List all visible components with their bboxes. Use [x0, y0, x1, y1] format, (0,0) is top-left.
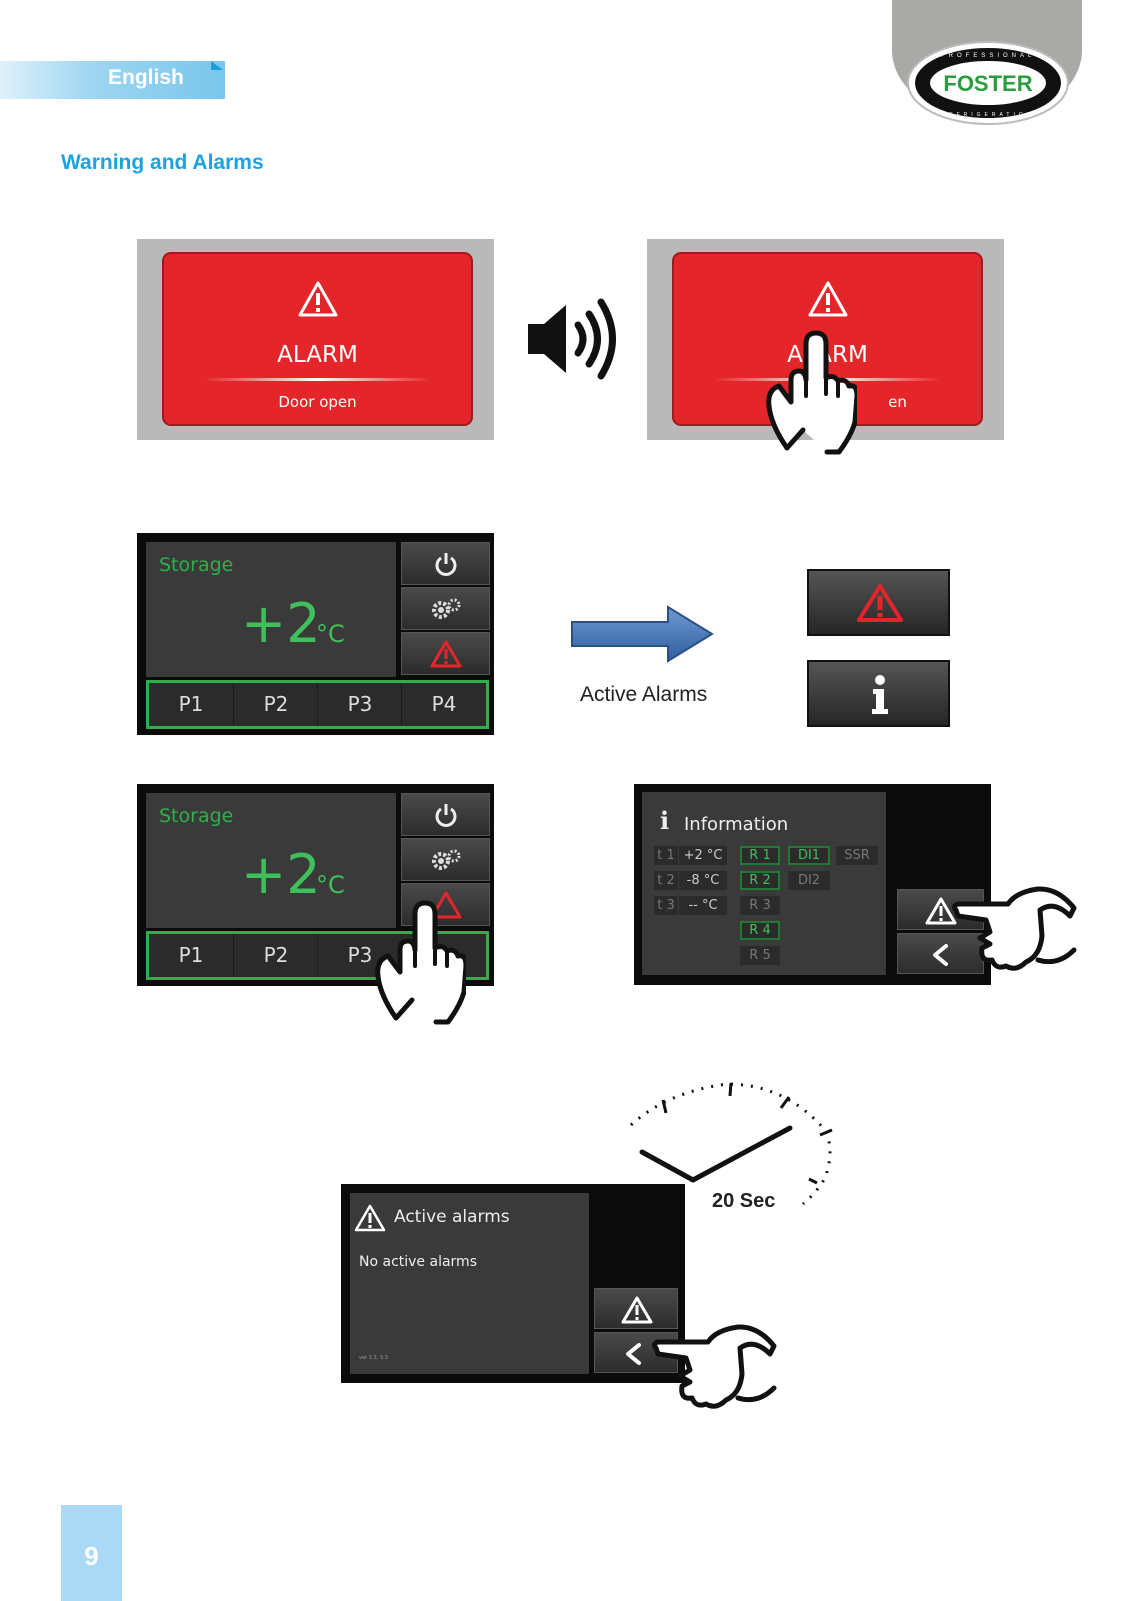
- temperature-value: +2: [241, 843, 321, 906]
- pointing-hand-icon: [375, 900, 466, 1025]
- relay-status: R 2: [740, 871, 780, 890]
- relay-status: R 4: [740, 921, 780, 940]
- warning-icon: [354, 1204, 386, 1232]
- relay-status: R 1: [740, 846, 780, 865]
- alarm-popup[interactable]: ALARM Door open: [164, 254, 471, 424]
- pointing-hand-icon: [766, 330, 857, 455]
- active-alarms-screen: Active alarms No active alarms ver 3.3, …: [341, 1184, 685, 1383]
- pointing-hand-icon: [951, 886, 1077, 971]
- foster-logo: PROFESSIONAL FOSTER REFRIGERATION: [907, 41, 1069, 125]
- gears-icon: [432, 598, 461, 619]
- page-number: 9: [84, 1541, 99, 1571]
- back-chevron-icon: [933, 944, 948, 966]
- probe-value: +2 °C: [679, 846, 727, 865]
- ssr-status: SSR: [836, 846, 878, 865]
- warning-icon: [430, 891, 462, 919]
- alarm-popup-screen: ALARM Door open: [137, 239, 494, 440]
- alarm-message-partial: en: [888, 393, 907, 411]
- clock-icon: [629, 1082, 833, 1206]
- power-button[interactable]: [401, 793, 490, 836]
- warning-icon: [925, 897, 957, 925]
- active-alarms-caption: Active Alarms: [580, 683, 708, 706]
- controller-screen: Storage +2 °C P1 P2 P3 P4: [137, 533, 494, 735]
- warning-icon: [621, 1296, 653, 1324]
- power-icon: [435, 553, 457, 576]
- program-button-p1[interactable]: P1: [178, 943, 204, 967]
- program-button-p3[interactable]: P3: [317, 934, 402, 977]
- temperature-display: Storage +2 °C: [146, 793, 396, 928]
- logo-ring-bottom: REFRIGERATION: [942, 112, 1035, 118]
- probe-value: -- °C: [679, 896, 727, 915]
- arrow-right-icon: [571, 605, 714, 663]
- program-button-p3[interactable]: P3: [317, 683, 402, 726]
- divider: [204, 378, 431, 381]
- active-alarms-button[interactable]: [594, 1288, 678, 1329]
- temperature-unit: °C: [316, 620, 345, 648]
- info-icon: i: [660, 806, 670, 835]
- information-panel: i Information t 1 +2 °C t 2 -8 °C t 3 --…: [642, 792, 886, 975]
- probe-label: t 1: [654, 846, 678, 865]
- language-tab: English: [0, 61, 225, 99]
- input-status: DI1: [788, 846, 830, 865]
- program-button-p4[interactable]: P4: [401, 683, 486, 726]
- power-icon: [435, 804, 457, 827]
- pointing-hand-icon: [651, 1324, 777, 1409]
- flag-marker-icon: [211, 61, 223, 70]
- back-button[interactable]: [897, 933, 984, 974]
- mode-label: Storage: [159, 805, 234, 827]
- language-label: English: [108, 66, 184, 89]
- information-button[interactable]: [807, 660, 950, 727]
- program-button-p2[interactable]: P2: [233, 683, 318, 726]
- alarm-button[interactable]: [401, 632, 490, 675]
- warning-icon: [430, 640, 462, 668]
- settings-button[interactable]: [401, 587, 490, 630]
- firmware-version: ver 3.3, 3.3: [359, 1355, 388, 1361]
- relay-status: R 5: [740, 946, 780, 965]
- section-title: Warning and Alarms: [61, 151, 264, 174]
- program-button-p2[interactable]: P2: [233, 934, 318, 977]
- relay-status: R 3: [740, 896, 780, 915]
- active-alarms-button[interactable]: [807, 569, 950, 636]
- program-bar: P1 P2 P3 P4: [146, 680, 489, 729]
- alarm-message: Door open: [278, 393, 357, 411]
- warning-icon: [857, 584, 903, 622]
- info-icon: [872, 675, 888, 714]
- information-screen: i Information t 1 +2 °C t 2 -8 °C t 3 --…: [634, 784, 991, 985]
- speaker-icon: [528, 298, 616, 380]
- active-alarms-panel: Active alarms No active alarms ver 3.3, …: [350, 1193, 589, 1374]
- settings-button[interactable]: [401, 838, 490, 881]
- probe-label: t 2: [654, 871, 678, 890]
- temperature-value: +2: [241, 592, 321, 655]
- no-alarms-message: No active alarms: [359, 1254, 477, 1270]
- back-chevron-icon: [626, 1343, 641, 1365]
- power-button[interactable]: [401, 542, 490, 585]
- logo-ring-top: PROFESSIONAL: [941, 53, 1036, 59]
- input-status: DI2: [788, 871, 830, 890]
- gears-icon: [432, 849, 461, 870]
- logo-brand: FOSTER: [943, 71, 1032, 96]
- information-title: Information: [684, 814, 789, 835]
- mode-label: Storage: [159, 554, 234, 576]
- page-number-tab: 9: [61, 1505, 122, 1601]
- probe-value: -8 °C: [679, 871, 727, 890]
- temperature-display: Storage +2 °C: [146, 542, 396, 677]
- warning-icon: [808, 281, 848, 317]
- alarm-title: ALARM: [277, 342, 358, 368]
- warning-icon: [298, 281, 338, 317]
- program-button-p1[interactable]: P1: [178, 692, 204, 716]
- timeout-label: 20 Sec: [712, 1190, 776, 1212]
- probe-label: t 3: [654, 896, 678, 915]
- active-alarms-title: Active alarms: [394, 1207, 510, 1227]
- temperature-unit: °C: [316, 871, 345, 899]
